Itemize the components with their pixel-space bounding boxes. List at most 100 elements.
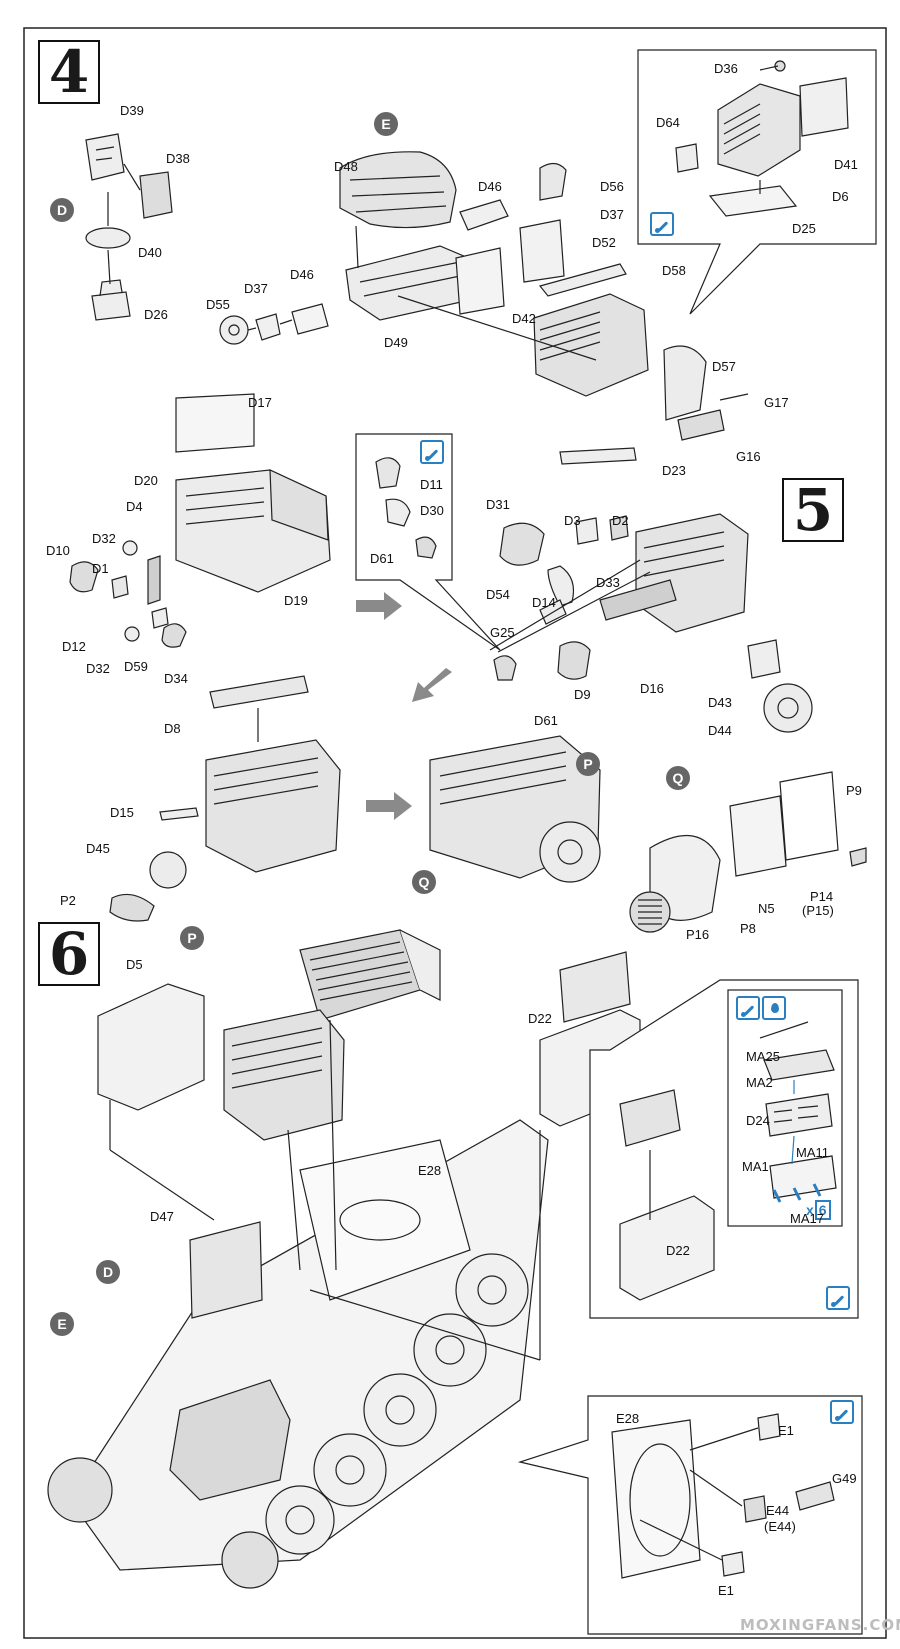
step5-parts [69,393,867,933]
part-d45 [149,851,187,889]
label-e28b: E28 [616,1411,640,1426]
part-d46-lower [291,303,329,335]
part-radiator [299,929,421,1021]
watermark: MOXINGFANS.COM [740,1616,900,1634]
label-d8: D8 [164,721,181,736]
page-frame [23,27,887,1639]
label-d1: D1 [92,561,109,576]
label-d43: D43 [708,695,732,710]
part-d6 [717,83,801,177]
part-d55 [219,315,249,345]
step4-parts [85,133,749,441]
part-d19 [269,469,329,541]
part-d37-lower [255,313,281,341]
road-wheel-2 [413,1313,487,1387]
label-d36: D36 [714,61,738,76]
label-ma11: MA11 [796,1145,829,1160]
arrow-right-2 [366,792,412,820]
part-d11 [375,457,401,489]
part-d9 [557,641,591,680]
part-d58 [538,263,627,297]
step6-parts [47,929,641,1589]
label-e44b: (E44) [764,1519,796,1534]
label-d5: D5 [126,957,143,972]
part-d24 [765,1093,833,1137]
label-e28a: E28 [418,1163,442,1178]
part-d26 [91,279,131,321]
part-e1-top [757,1413,781,1441]
step-number-6: 6 [38,920,100,988]
sprue-marker-q: Q [666,766,690,790]
label-d22a: D22 [528,1011,552,1026]
part-d47 [189,1221,263,1319]
quantity-x: x [806,1202,814,1218]
label-d14: D14 [532,595,556,610]
sprue-marker-p-6: P [180,926,204,950]
label-d37a: D37 [600,207,624,222]
part-g16 [677,409,725,441]
part-d23 [559,447,637,465]
label-p14: P14 [810,889,834,904]
label-p8: P8 [740,921,756,936]
part-engine-install [223,1009,345,1141]
label-d38: D38 [166,151,190,166]
part-d32-bottom [124,626,140,642]
label-ma25: MA25 [746,1049,780,1064]
part-p14 [849,847,867,867]
quantity-number: 6 [814,1200,831,1220]
paint-icon-inset [420,440,444,464]
label-d58: D58 [662,263,686,278]
part-engine-right [635,513,749,633]
road-wheel-3 [363,1373,437,1447]
part-d36 [774,60,786,72]
label-d46b: D46 [290,267,314,282]
label-ma1: MA1 [742,1159,769,1174]
part-g49 [795,1481,835,1511]
label-p9: P9 [846,783,862,798]
label-d42: D42 [512,311,536,326]
label-d11: D11 [420,477,443,492]
part-d59 [151,607,169,629]
label-g16: G16 [736,449,761,464]
part-d61 [493,655,517,681]
part-d52 [519,219,565,283]
part-d8 [209,675,309,709]
part-d25 [708,185,798,217]
sprue-marker-d: D [50,198,74,222]
arrow-down-left [412,668,452,702]
label-d47: D47 [150,1209,174,1224]
label-d23: D23 [662,463,686,478]
label-g17: G17 [764,395,789,410]
part-d22-top [559,951,631,1023]
part-e44 [743,1495,767,1523]
label-d46a: D46 [478,179,502,194]
label-d17: D17 [248,395,272,410]
label-e44: E44 [766,1503,790,1518]
part-d64 [675,143,699,173]
part-d16 [599,579,677,621]
label-d3: D3 [564,513,581,528]
paint-icon-detail [736,996,760,1020]
label-d32a: D32 [92,531,116,546]
road-wheel-4 [313,1433,387,1507]
label-d52: D52 [592,235,616,250]
label-ma2: MA2 [746,1075,773,1090]
label-d61b: D61 [534,713,558,728]
part-g17 [663,345,707,421]
arrow-right-1 [356,592,402,620]
part-ma25 [759,1021,809,1039]
label-d32b: D32 [86,661,110,676]
label-d61a: D61 [370,551,394,566]
road-wheel-1 [455,1253,529,1327]
label-d2: D2 [612,513,629,528]
sprue-marker-q-6: Q [412,870,436,894]
label-d54: D54 [486,587,510,602]
label-d26: D26 [144,307,168,322]
label-d16: D16 [640,681,664,696]
label-d45: D45 [86,841,110,856]
label-d56: D56 [600,179,624,194]
label-d40: D40 [138,245,162,260]
label-d41: D41 [834,157,858,172]
label-d33: D33 [596,575,620,590]
step-number-5: 5 [782,476,844,544]
